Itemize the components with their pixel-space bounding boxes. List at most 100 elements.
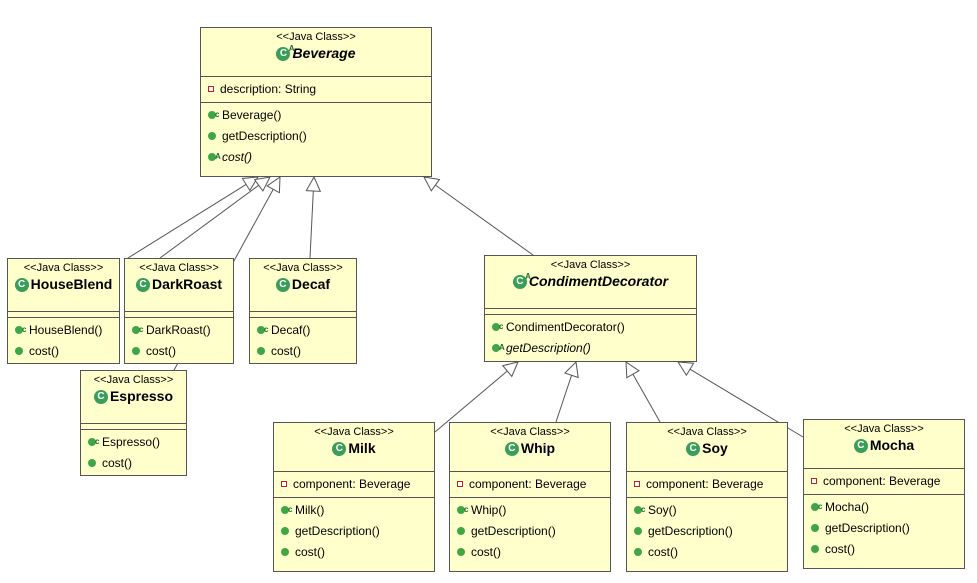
stereotype-label: <<Java Class>> — [93, 374, 174, 386]
public-method-icon — [457, 547, 465, 556]
method-text: getDescription() — [648, 524, 733, 538]
stereotype-label: <<Java Class>> — [667, 426, 747, 438]
method-row[interactable]: cost() — [450, 542, 610, 563]
field-row: description: String — [201, 77, 431, 101]
generalization-arrowhead — [564, 360, 579, 379]
method-row[interactable]: getDescription() — [201, 126, 431, 147]
public-method-icon — [634, 526, 642, 535]
class-name-text: DarkRoast — [151, 276, 223, 292]
method-row[interactable]: cost() — [804, 539, 964, 560]
field-row: component: Beverage — [627, 472, 787, 496]
generalization-line — [434, 370, 508, 433]
method-text: cost() — [295, 545, 325, 559]
method-text: cost() — [146, 344, 176, 358]
method-row[interactable]: cost() — [274, 542, 434, 563]
fields-section — [81, 423, 186, 429]
constructor-method-icon: c — [132, 325, 143, 334]
method-text: Soy() — [648, 503, 677, 517]
class-name-text: Beverage — [292, 45, 356, 61]
class-name-text: Soy — [702, 440, 728, 456]
generalization-arrowhead — [305, 175, 322, 192]
public-method-icon — [132, 346, 140, 355]
method-row[interactable]: cost() — [250, 341, 356, 362]
class-icon: C — [853, 439, 868, 454]
method-text: DarkRoast() — [146, 323, 211, 337]
public-method-icon — [634, 547, 642, 556]
method-text: Whip() — [471, 503, 507, 517]
method-row[interactable]: getDescription() — [627, 521, 787, 542]
fields-section — [125, 311, 233, 317]
generalization-line — [435, 184, 534, 256]
constructor-method-icon: c — [281, 505, 292, 514]
field-text: component: Beverage — [469, 477, 587, 491]
constructor-method-icon: c — [457, 505, 468, 514]
method-text: cost() — [102, 456, 132, 470]
method-row[interactable]: cost() — [81, 453, 186, 474]
field-row: component: Beverage — [450, 472, 610, 496]
class-name-text: Whip — [520, 440, 556, 456]
constructor-method-icon: c — [811, 502, 822, 511]
method-text: Milk() — [295, 503, 325, 517]
generalization-line — [632, 373, 661, 423]
method-text: getDescription() — [295, 524, 380, 538]
method-text: cost() — [471, 545, 501, 559]
private-field-icon — [811, 477, 817, 484]
generalization-arrowhead — [241, 176, 259, 192]
stereotype-label: <<Java Class>> — [263, 262, 343, 274]
class-icon: C — [504, 442, 519, 457]
private-field-icon — [281, 480, 287, 487]
method-row[interactable]: getDescription() — [450, 521, 610, 542]
method-row[interactable]: cost() — [8, 341, 119, 362]
class-icon: C — [686, 442, 701, 457]
constructor-method-icon: c — [88, 437, 99, 446]
class-icon: C — [135, 278, 150, 293]
stereotype-label: <<Java Class>> — [276, 31, 356, 43]
method-row[interactable]: getDescription() — [804, 518, 964, 539]
class-icon: C — [332, 442, 347, 457]
method-text: getDescription() — [471, 524, 556, 538]
method-row[interactable]: cost() — [125, 341, 233, 362]
method-row[interactable]: cost() — [627, 542, 787, 563]
class-name-text: Espresso — [109, 388, 174, 404]
method-text: cost() — [825, 542, 855, 556]
method-row[interactable]: getDescription() — [274, 521, 434, 542]
stereotype-label: <<Java Class>> — [314, 426, 394, 438]
constructor-method-icon: c — [492, 322, 503, 331]
